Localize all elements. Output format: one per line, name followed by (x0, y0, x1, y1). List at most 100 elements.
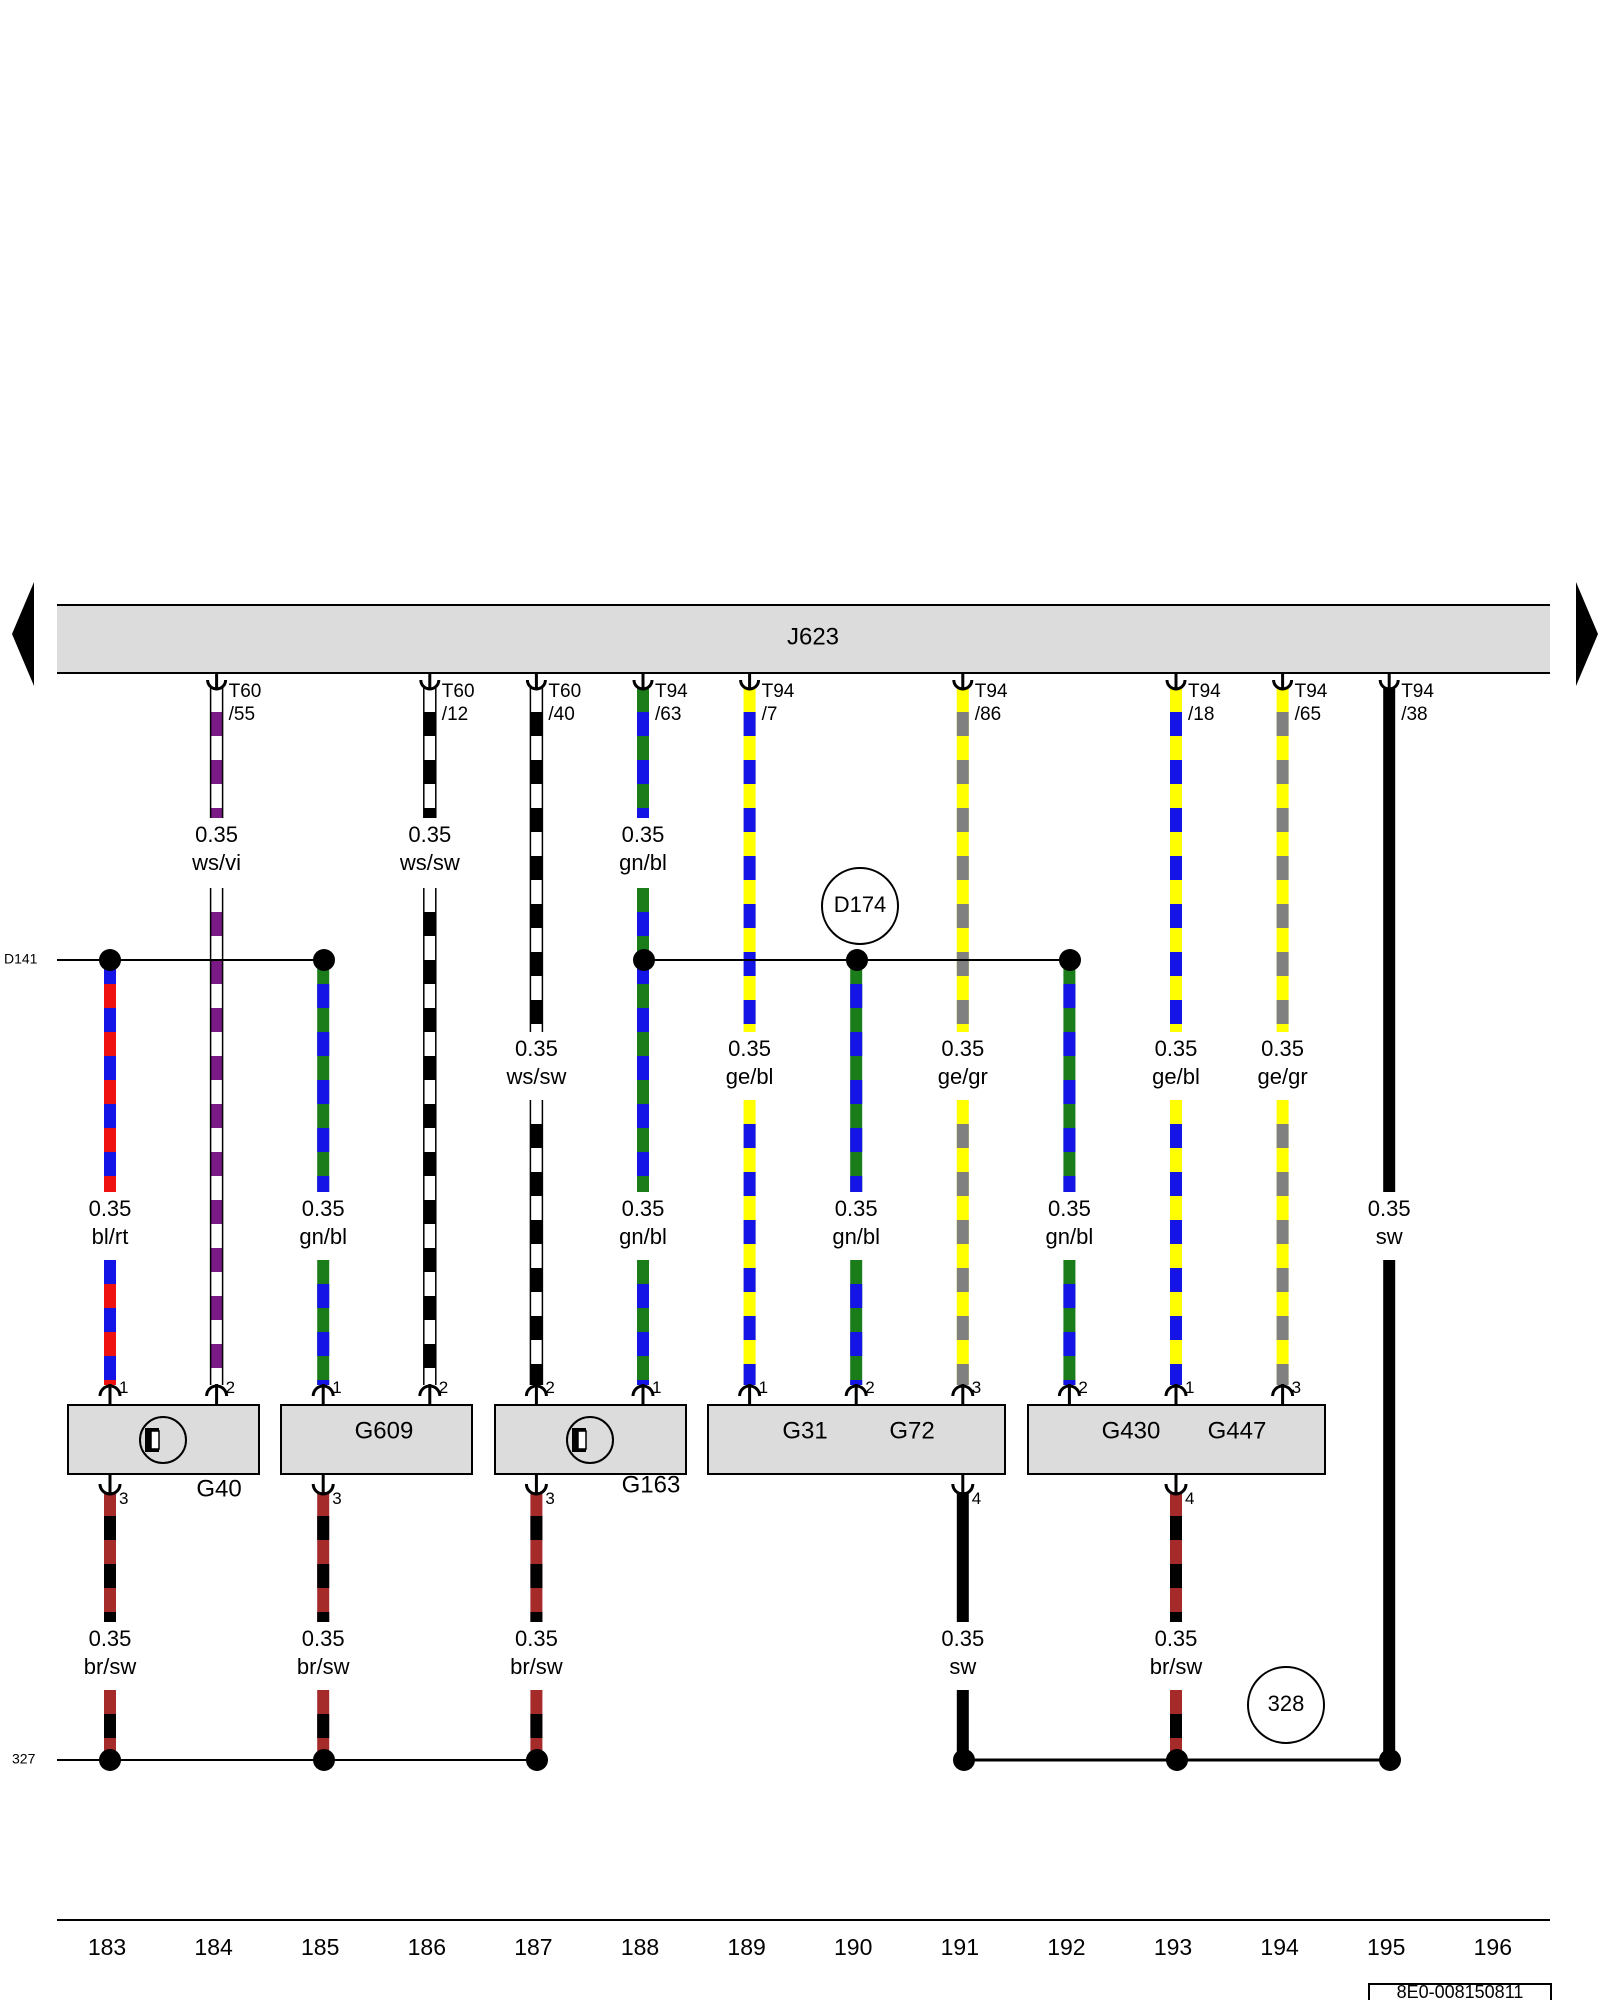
wire-segment (317, 1260, 330, 1385)
column-number: 191 (941, 1934, 979, 1960)
column-number: 188 (621, 1934, 659, 1960)
wire-color-label: ws/vi (191, 850, 241, 875)
reference-328-label: 328 (1268, 1691, 1305, 1716)
wire-segment (956, 1100, 969, 1385)
junction-dot (526, 1749, 548, 1771)
wire-segment (529, 688, 544, 1032)
wire-segment (423, 888, 437, 1385)
next-page-arrow[interactable] (1576, 582, 1598, 686)
pin-number: 4 (1185, 1489, 1194, 1508)
wire-segment (209, 688, 224, 818)
wire-segment (530, 1492, 543, 1622)
wire-color-label: ge/bl (1152, 1064, 1200, 1089)
connector-id: T94 (975, 681, 1008, 702)
wire-color-label: gn/bl (299, 1224, 347, 1249)
wire-color-label: ws/sw (505, 1064, 566, 1089)
component-pin: 3 (1271, 1378, 1301, 1405)
connector-contact: T94/18 (1165, 673, 1221, 725)
sensor-symbol-icon (566, 1416, 614, 1464)
connector-pin: /86 (975, 704, 1001, 725)
junction-dot (1379, 1749, 1401, 1771)
component-pin: 1 (1164, 1378, 1194, 1405)
wire-gauge-label: 0.35 (728, 1036, 771, 1061)
pin-number: 2 (439, 1378, 448, 1397)
wire-color-label: sw (949, 1654, 976, 1679)
junction-dot (99, 1749, 121, 1771)
junction-dot (99, 949, 121, 971)
pin-number: 3 (332, 1489, 341, 1508)
component-pin: 2 (205, 1378, 235, 1405)
wire-gauge-label: 0.35 (622, 822, 665, 847)
wire-segment (1383, 1260, 1396, 1760)
connector-contact: T94/65 (1272, 673, 1328, 725)
pin-number: 3 (972, 1378, 981, 1397)
connector-id: T60 (442, 681, 475, 702)
wire-color-label: gn/bl (619, 850, 667, 875)
document-number-box: 8E0-008150811 (1368, 1982, 1552, 2000)
component-pin: 3 (524, 1474, 555, 1508)
wire-segment (104, 1260, 116, 1385)
wire-segment (743, 688, 756, 1032)
connector-contact: T94/7 (739, 673, 795, 725)
column-number: 195 (1367, 1934, 1405, 1960)
component-g31-g72: G31 G72 (707, 1404, 1006, 1475)
component-g430-g447: G430 G447 (1027, 1404, 1326, 1475)
wire-gauge-label: 0.35 (1261, 1036, 1304, 1061)
control-unit-j623: J623 (57, 604, 1550, 674)
wire-segment (637, 688, 649, 818)
wire-gauge-label: 0.35 (622, 1196, 665, 1221)
wire-gauge-label: 0.35 (89, 1626, 132, 1651)
wire-segment (1276, 688, 1289, 1032)
wire-segment (1170, 1492, 1182, 1622)
wire-segment (850, 960, 863, 1192)
wire-segment (423, 688, 437, 818)
component-pin: 1 (738, 1378, 768, 1405)
connector-id: T94 (1188, 681, 1221, 702)
document-number: 8E0-008150811 (1397, 1982, 1524, 2000)
connector-pin: /63 (655, 704, 681, 725)
pin-number: 1 (652, 1378, 661, 1397)
junction-dot (313, 1749, 335, 1771)
column-number: 184 (194, 1934, 233, 1960)
column-number: 196 (1474, 1934, 1512, 1960)
connector-id: T60 (548, 681, 581, 702)
connector-contact: T94/63 (632, 673, 688, 725)
wire-gauge-label: 0.35 (89, 1196, 132, 1221)
column-number: 187 (514, 1934, 552, 1960)
junction-dot (846, 949, 868, 971)
wire-segment (1383, 688, 1396, 1192)
reference-328: 328 (1247, 1666, 1325, 1744)
wire-gauge-label: 0.35 (835, 1196, 878, 1221)
wire-segment (956, 1492, 969, 1622)
connector-contact: T94/86 (952, 673, 1008, 725)
wire-segment (317, 1690, 330, 1760)
wire-gauge-label: 0.35 (302, 1626, 345, 1651)
pin-number: 1 (332, 1378, 341, 1397)
wire-segment (530, 1690, 543, 1760)
pin-number: 3 (119, 1489, 128, 1508)
wire-gauge-label: 0.35 (195, 822, 238, 847)
wire-gauge-label: 0.35 (941, 1036, 984, 1061)
connector-pin: /55 (229, 704, 255, 725)
wire-segment (850, 1260, 863, 1385)
wire-gauge-label: 0.35 (1048, 1196, 1091, 1221)
previous-page-arrow[interactable] (12, 582, 34, 686)
connector-contact: T60/12 (419, 673, 475, 725)
pin-number: 1 (1185, 1378, 1194, 1397)
component-g609-label: G609 (355, 1417, 414, 1444)
wire-gauge-label: 0.35 (302, 1196, 345, 1221)
wire-color-label: br/sw (297, 1654, 350, 1679)
component-pin: 1 (631, 1378, 661, 1405)
wire-color-label: ge/gr (938, 1064, 988, 1089)
wire-color-label: sw (1376, 1224, 1403, 1249)
wire-color-label: ge/bl (726, 1064, 774, 1089)
connector-contact: T60/40 (525, 673, 581, 725)
wire-segment (637, 1260, 649, 1385)
wire-color-label: br/sw (1150, 1654, 1203, 1679)
component-g163: G163 (494, 1404, 687, 1498)
component-pin: 1 (311, 1378, 342, 1405)
connector-contact: T94/38 (1378, 673, 1434, 725)
component-g430-label: G430 (1102, 1417, 1161, 1444)
wire-segment (317, 960, 330, 1192)
component-pin: 3 (311, 1474, 342, 1508)
